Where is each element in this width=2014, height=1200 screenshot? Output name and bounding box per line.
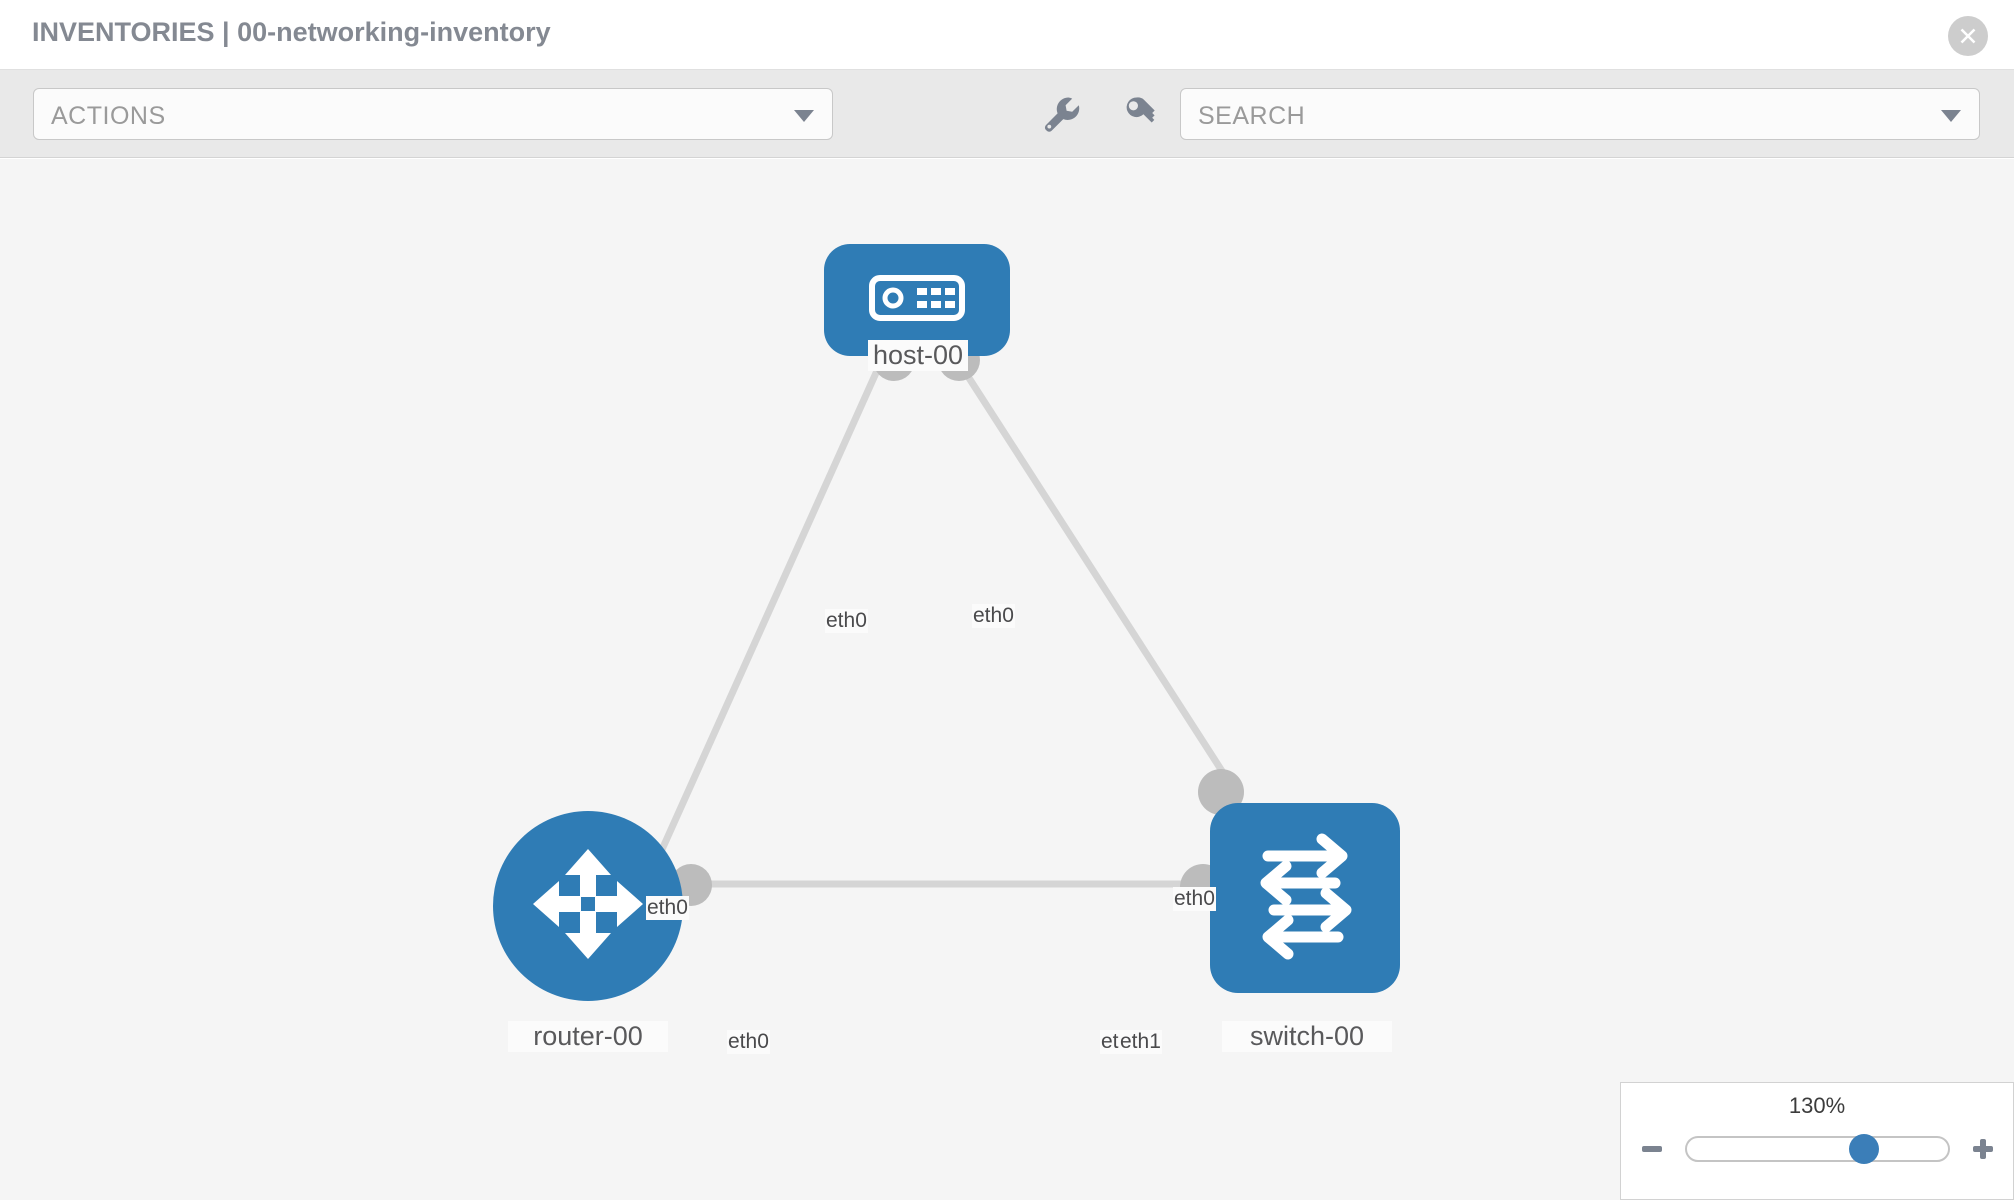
zoom-out-button[interactable] [1637, 1134, 1667, 1164]
actions-dropdown[interactable]: ACTIONS [33, 88, 833, 140]
chevron-down-icon [1941, 110, 1961, 122]
iface-label: eth0 [1173, 887, 1216, 911]
actions-dropdown-label: ACTIONS [51, 102, 166, 130]
link-host00-switch00 [957, 362, 1243, 801]
node-host-00-label: host-00 [868, 340, 968, 372]
iface-label: eth0 [972, 604, 1015, 628]
toolbar: ACTIONS SEARCH [0, 70, 2014, 158]
close-circle-icon [1957, 25, 1979, 47]
search-placeholder: SEARCH [1198, 102, 1306, 130]
router-arrows-icon [523, 839, 653, 974]
zoom-slider-thumb[interactable] [1848, 1134, 1879, 1164]
node-switch-00-shape[interactable] [1210, 803, 1400, 993]
topology-links [656, 362, 1243, 888]
minus-icon [1641, 1146, 1662, 1152]
search-input[interactable]: SEARCH [1180, 88, 1980, 140]
iface-label: eth1 [1119, 1030, 1162, 1054]
switch-arrows-icon [1240, 831, 1370, 966]
zoom-slider-row [1621, 1129, 2013, 1169]
wrench-icon[interactable] [1040, 92, 1082, 139]
node-router-00-shape[interactable] [493, 811, 683, 1001]
iface-label: eth0 [646, 896, 689, 920]
link-host00-router00 [656, 362, 884, 856]
node-host-00-shape[interactable] [824, 244, 1010, 356]
node-switch-00-label: switch-00 [1222, 1021, 1392, 1053]
key-icon[interactable] [1120, 92, 1162, 139]
server-device-icon [869, 274, 965, 326]
zoom-in-button[interactable] [1968, 1134, 1998, 1164]
page-title: INVENTORIES | 00-networking-inventory [32, 17, 551, 47]
zoom-slider[interactable] [1684, 1134, 1950, 1164]
iface-label: eth0 [727, 1030, 770, 1054]
close-button[interactable] [1948, 16, 1988, 56]
node-router-00-label: router-00 [508, 1021, 668, 1053]
iface-label: eth0 [825, 609, 868, 633]
topology-canvas[interactable]: host-00 router-00 [0, 159, 2014, 1200]
plus-icon [1972, 1139, 1993, 1159]
toolbar-icon-group [1040, 92, 1162, 139]
zoom-control-panel: 130% [1620, 1082, 2014, 1200]
zoom-level-value: 130% [1788, 1093, 1846, 1118]
page-header: INVENTORIES | 00-networking-inventory [0, 0, 2014, 70]
chevron-down-icon [794, 110, 814, 122]
